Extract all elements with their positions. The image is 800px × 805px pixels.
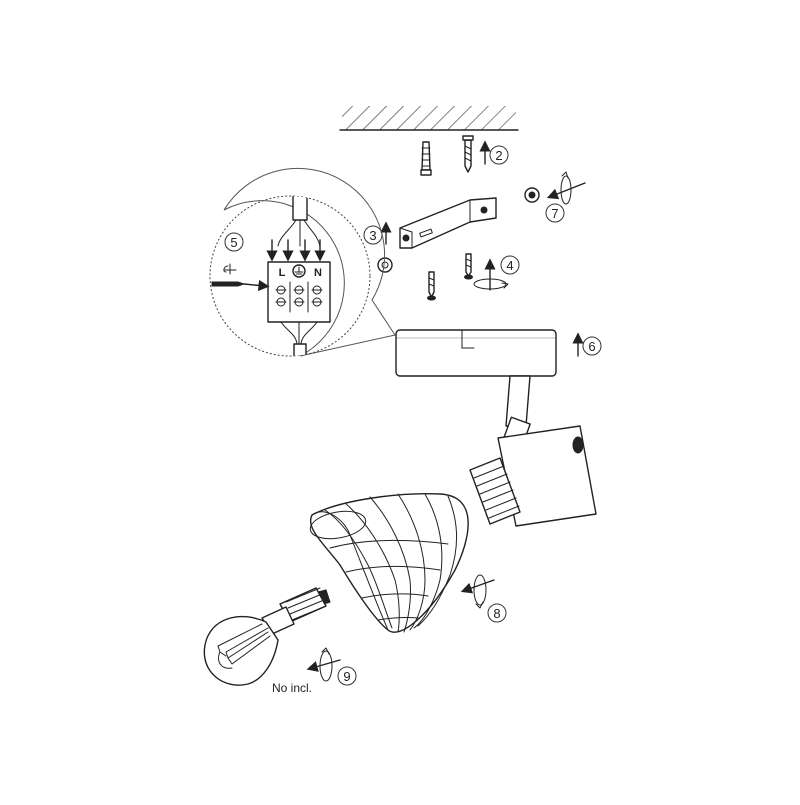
- svg-text:2: 2: [495, 148, 502, 163]
- earth-ground-icon: [292, 264, 306, 278]
- step-3-label: 3: [363, 225, 383, 245]
- ceiling: [339, 106, 519, 131]
- svg-text:4: 4: [506, 258, 513, 273]
- nut: [377, 257, 393, 273]
- light-bulb: [203, 587, 331, 686]
- rotate-icon: [546, 171, 586, 205]
- svg-text:6: 6: [588, 339, 595, 354]
- svg-text:7: 7: [551, 206, 558, 221]
- step-8-label: 8: [487, 603, 507, 623]
- bulb-not-included-note: No incl.: [272, 681, 312, 695]
- svg-text:3: 3: [369, 228, 376, 243]
- cap-nut: [524, 187, 540, 203]
- wall-plug: [420, 141, 432, 176]
- step-7-label: 7: [545, 203, 565, 223]
- svg-text:5: 5: [230, 235, 237, 250]
- fixing-screw: [464, 253, 473, 280]
- screw: [462, 135, 474, 173]
- step-6-label: 6: [582, 336, 602, 356]
- step-2-label: 2: [489, 145, 509, 165]
- wiring-detail-zoom: L N: [209, 167, 396, 357]
- canopy: [395, 329, 557, 377]
- cage-shade: [309, 493, 469, 633]
- terminal-label-live: L: [279, 267, 286, 279]
- spot-head: [469, 425, 597, 527]
- rotate-icon: [473, 258, 509, 291]
- fixing-screw: [427, 271, 436, 301]
- step-4-label: 4: [500, 255, 520, 275]
- step-5-label: 5: [224, 232, 244, 252]
- svg-text:8: 8: [493, 606, 500, 621]
- rotate-icon: [460, 574, 495, 609]
- mounting-bracket: [399, 197, 497, 249]
- step-9-label: 9: [337, 666, 357, 686]
- terminal-label-neutral: N: [314, 267, 322, 279]
- svg-text:9: 9: [343, 669, 350, 684]
- rotate-icon: [306, 647, 341, 682]
